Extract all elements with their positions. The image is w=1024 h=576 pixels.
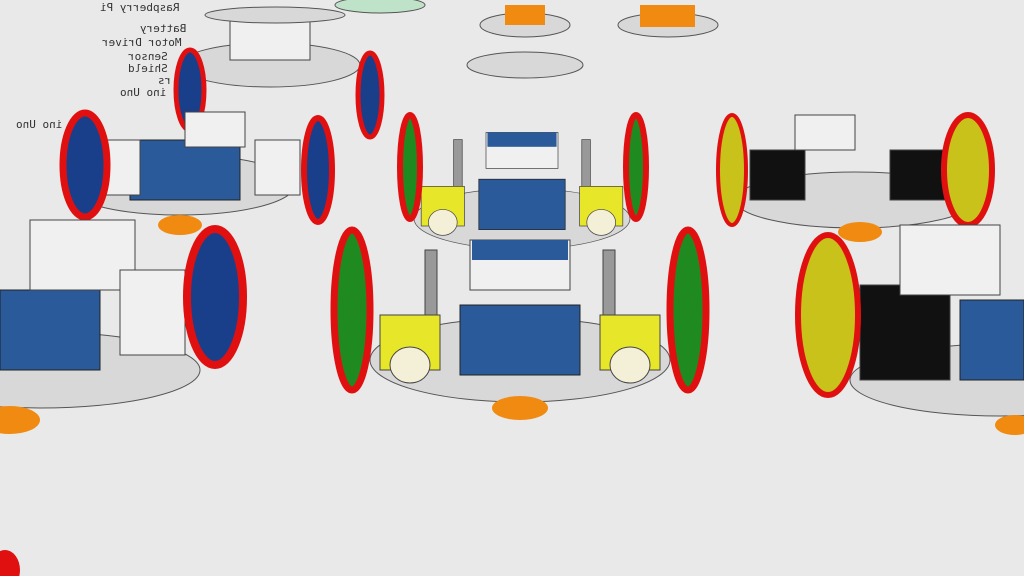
wheel-green: [623, 112, 649, 222]
label-uno-2: ino Uno: [16, 118, 63, 131]
robot-lower-right: [795, 224, 1024, 435]
label-raspberry-pi: Raspberry Pi: [100, 1, 180, 14]
wheel-green: [330, 226, 374, 394]
wheel-green: [666, 226, 710, 394]
wheel-partial: [0, 550, 20, 576]
label-uno-1: ino Uno: [120, 86, 167, 99]
robot-top-left: [173, 0, 426, 140]
wheel-green: [397, 112, 423, 222]
label-battery: Battery: [140, 22, 187, 35]
robot-upper-right: [716, 112, 995, 242]
robot-upper-left: [59, 109, 335, 235]
robot-top-center: [466, 5, 719, 79]
robot-center: [369, 239, 671, 421]
label-motor-driver: Motor Driver: [102, 36, 182, 49]
robot-lower-left: [0, 219, 247, 434]
